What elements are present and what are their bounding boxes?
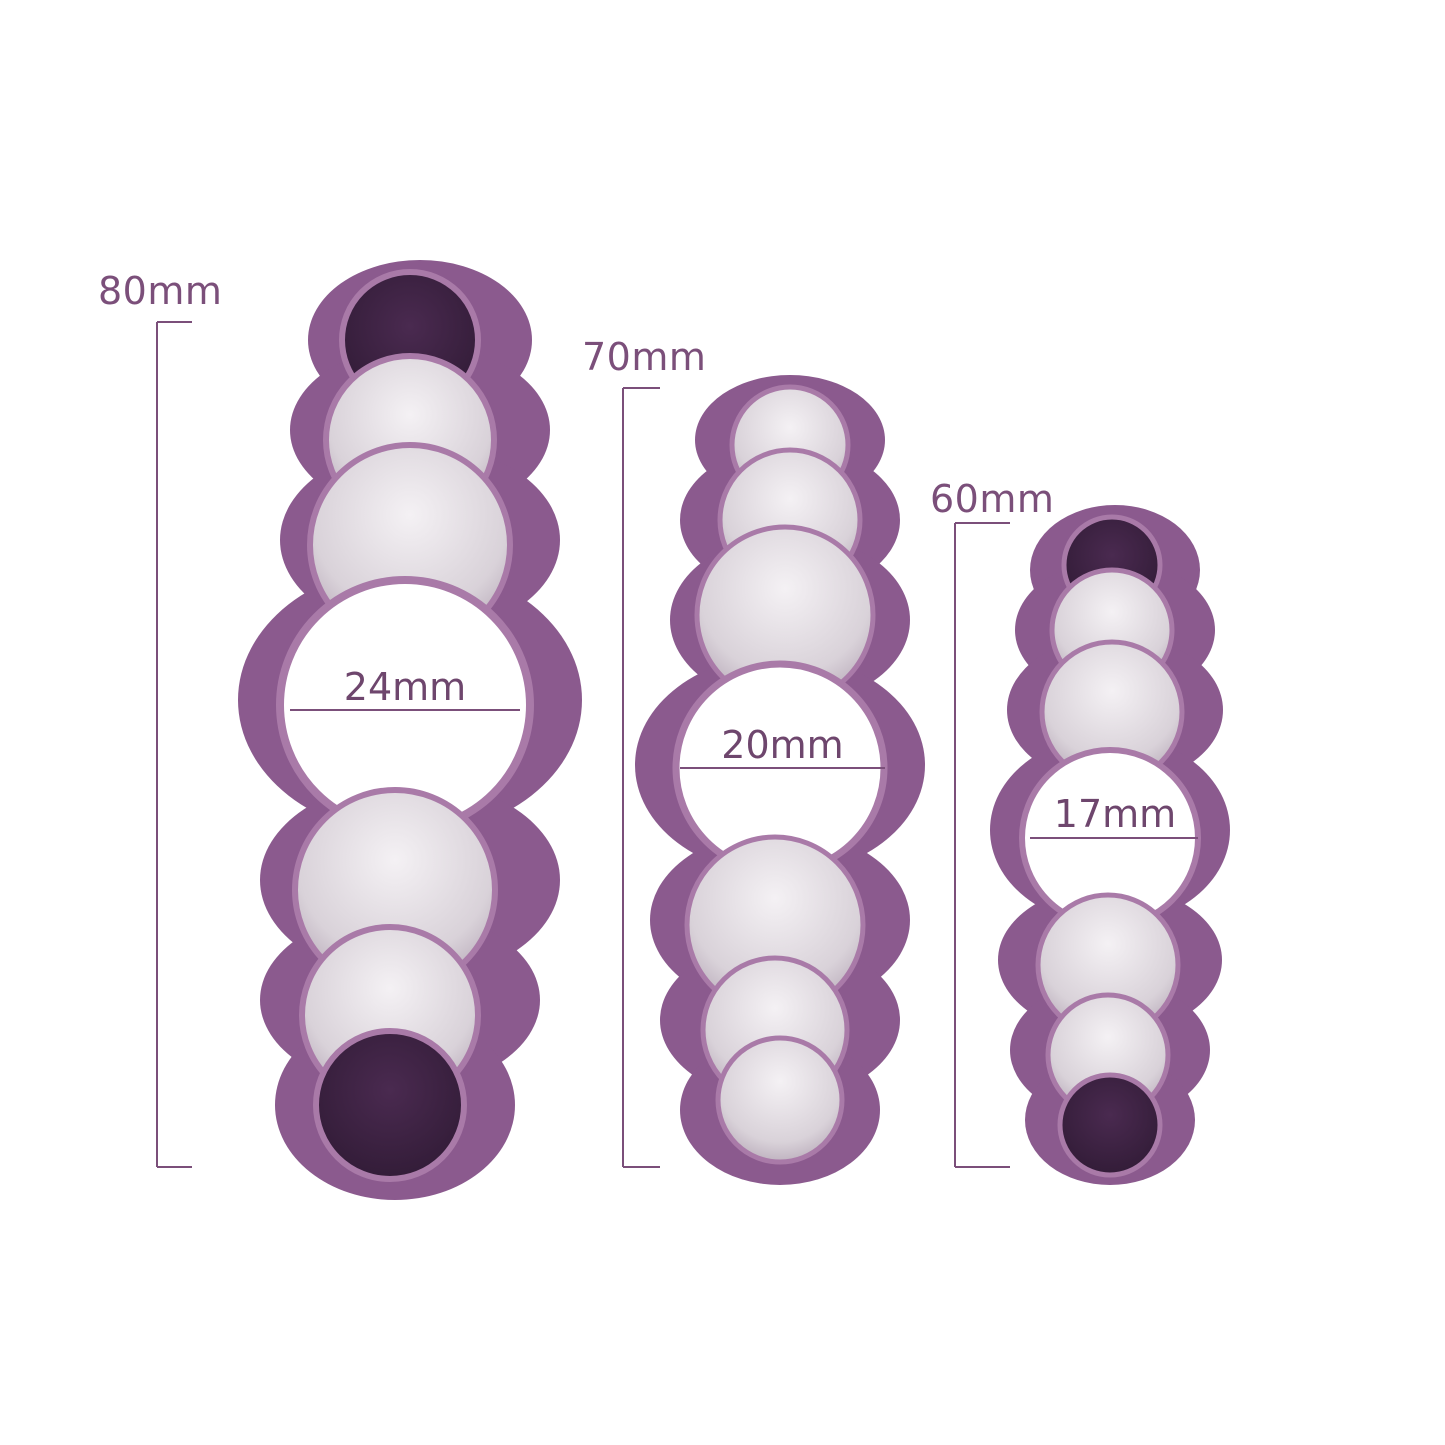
large-height-label: 80mm xyxy=(98,269,223,313)
medium-height-label: 70mm xyxy=(582,335,707,379)
medium-diameter-label: 20mm xyxy=(721,723,844,767)
small-cutter xyxy=(954,505,1230,1185)
large-cutter-holes xyxy=(276,269,534,1182)
small-height-label: 60mm xyxy=(930,477,1055,521)
small-diameter-label: 17mm xyxy=(1053,792,1177,836)
small-cutter-holes xyxy=(1019,514,1201,1178)
large-height-bracket xyxy=(156,321,192,1168)
small-height-bracket xyxy=(954,522,1010,1168)
large-cutter xyxy=(156,260,582,1200)
large-diameter-label: 24mm xyxy=(343,665,467,709)
medium-height-bracket xyxy=(622,387,660,1168)
medium-cutter xyxy=(622,375,925,1185)
